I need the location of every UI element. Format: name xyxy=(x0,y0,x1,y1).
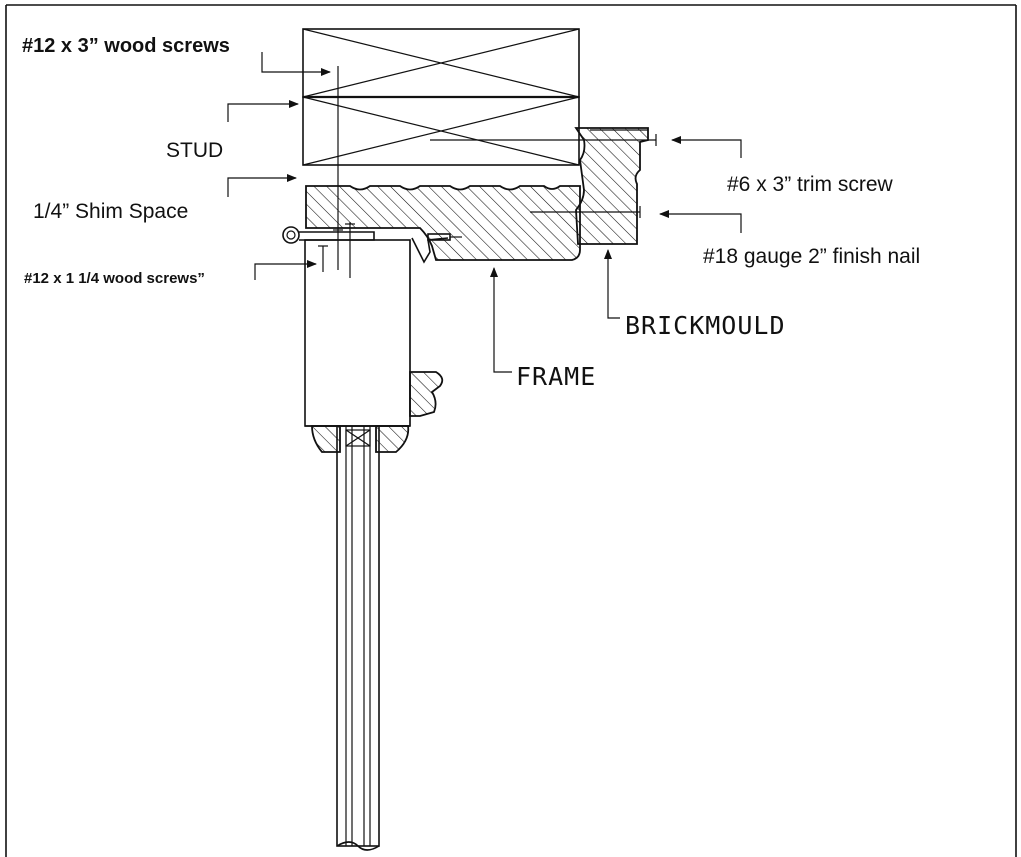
label-wood-screws-bottom: #12 x 1 1/4 wood screws” xyxy=(24,270,205,287)
frame-shape xyxy=(305,185,581,261)
hook-detail xyxy=(282,226,462,244)
sash-body xyxy=(304,237,449,453)
label-stud: STUD xyxy=(166,139,223,162)
leader-lines xyxy=(227,52,742,373)
drawing-border xyxy=(5,4,1017,857)
label-wood-screws-top: #12 x 3” wood screws xyxy=(22,35,230,57)
stud-shape xyxy=(302,28,580,166)
label-finish-nail: #18 gauge 2” finish nail xyxy=(703,245,920,268)
label-shim-space: 1/4” Shim Space xyxy=(33,200,188,223)
label-brickmould: BRICKMOULD xyxy=(625,311,786,340)
brickmould-shape xyxy=(574,127,649,245)
label-trim-screw: #6 x 3” trim screw xyxy=(727,173,894,196)
glass-section xyxy=(336,425,380,851)
label-frame: FRAME xyxy=(516,362,596,391)
screw-lines xyxy=(318,66,657,278)
